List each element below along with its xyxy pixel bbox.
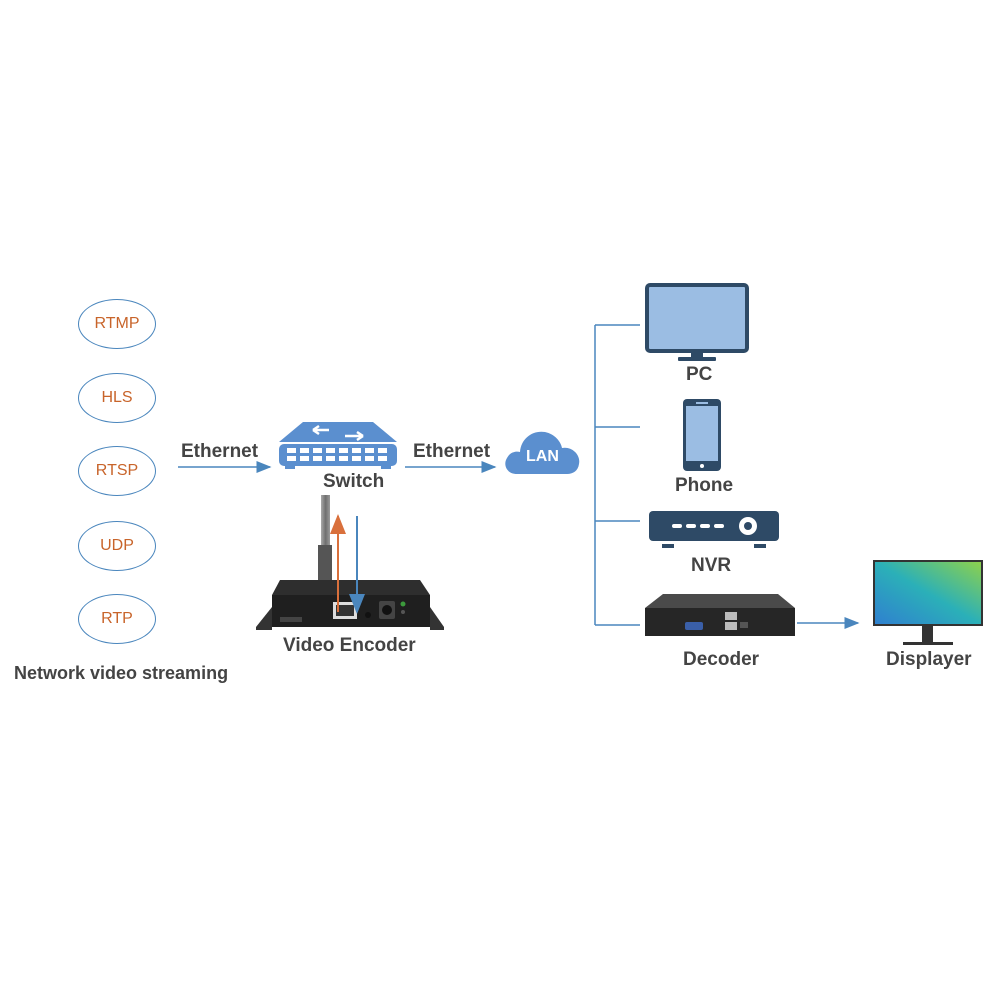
lan-label: LAN: [526, 448, 559, 465]
ethernet-left-label: Ethernet: [181, 441, 259, 462]
cloud-icon: [505, 431, 580, 474]
phone-label: Phone: [675, 475, 734, 496]
protocol-udp: UDP: [78, 521, 156, 571]
video-encoder-label: Video Encoder: [283, 635, 416, 656]
decoder-device: [645, 594, 795, 636]
decoder-label: Decoder: [683, 649, 760, 670]
protocols-caption: Network video streaming: [14, 663, 229, 683]
nvr-label: NVR: [691, 555, 732, 576]
ethernet-right-label: Ethernet: [413, 441, 491, 462]
switch-label: Switch: [323, 471, 385, 492]
nvr-icon: [649, 511, 779, 548]
phone-icon: [683, 399, 721, 471]
pc-label: PC: [686, 364, 713, 385]
display-monitor-icon: [873, 560, 983, 645]
protocol-rtmp: RTMP: [78, 299, 156, 349]
display-label: Displayer: [886, 649, 972, 670]
protocol-rtp: RTP: [78, 594, 156, 644]
pc-monitor-icon: [645, 283, 749, 361]
protocol-hls: HLS: [78, 373, 156, 423]
switch-icon: [279, 422, 397, 469]
protocol-rtsp: RTSP: [78, 446, 156, 496]
